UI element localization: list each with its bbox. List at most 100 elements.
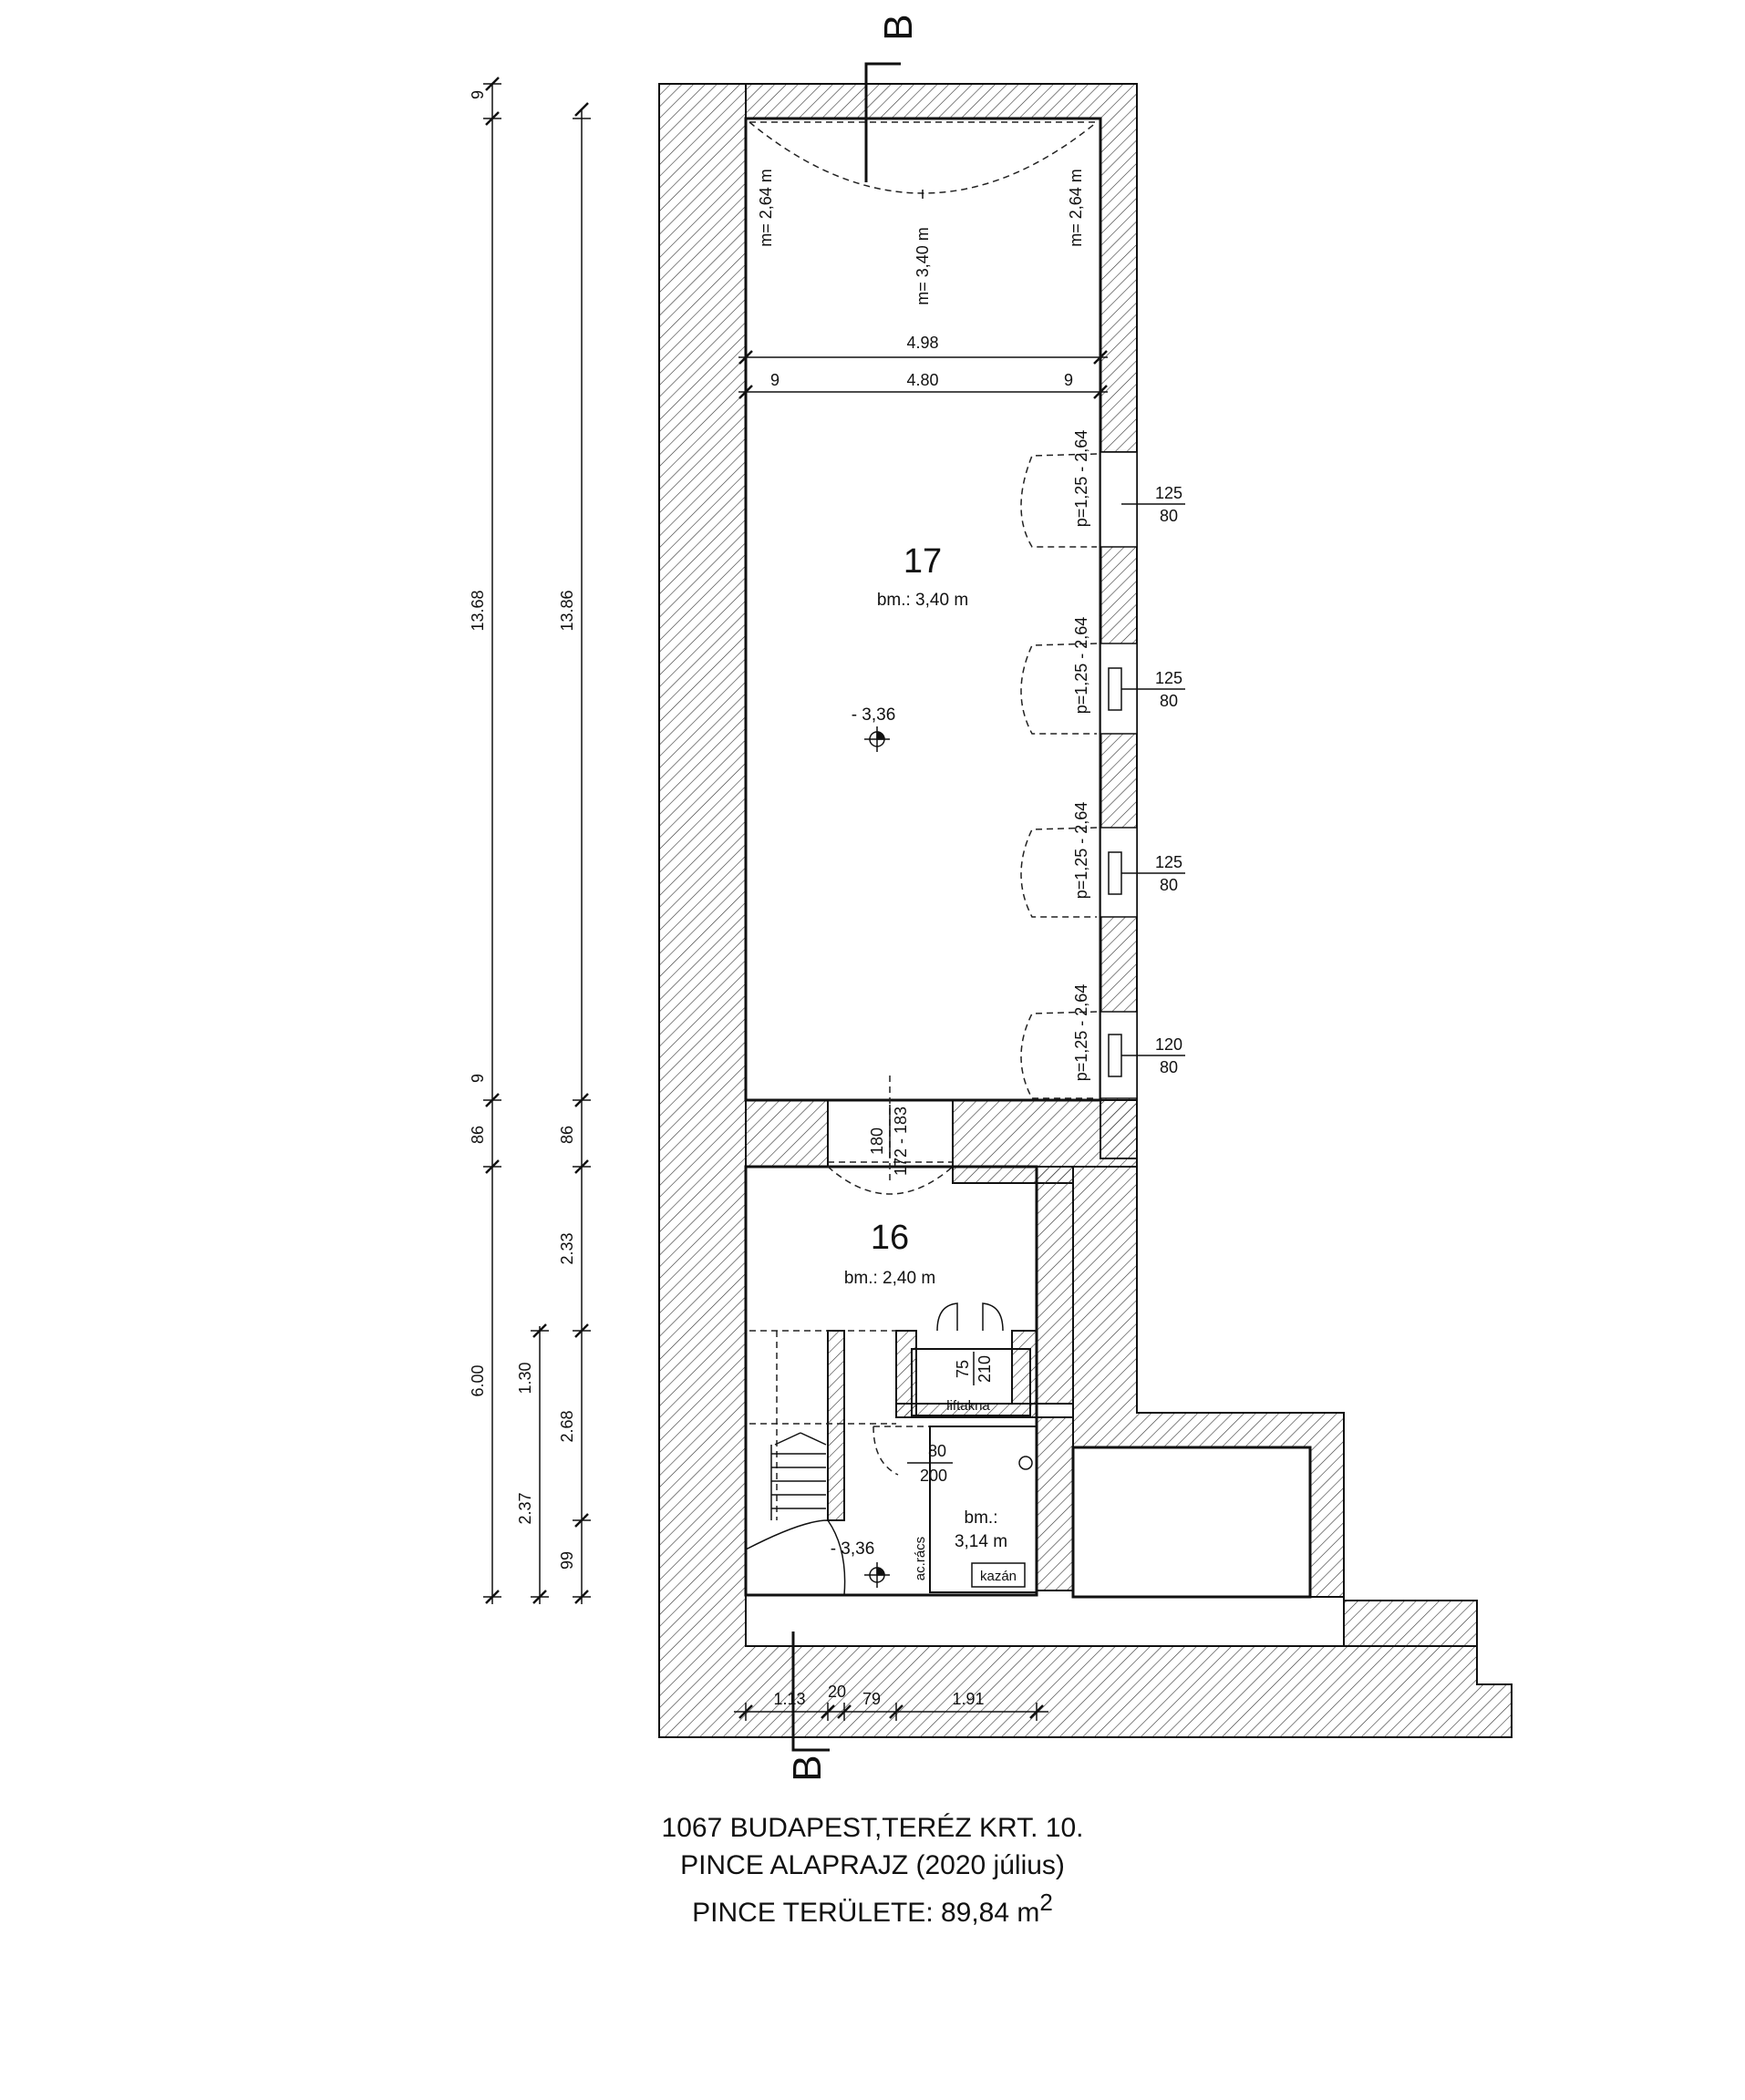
- tick: [485, 1590, 500, 1604]
- lift-w: 75: [954, 1360, 972, 1378]
- window-opening-1: [1100, 451, 1138, 548]
- vault-height-left: m= 2,64 m: [757, 169, 775, 247]
- vdim-outer-1: 9: [469, 90, 487, 99]
- window-w-1: 125: [1155, 484, 1182, 502]
- vdim-outer-3: 9: [469, 1074, 487, 1083]
- dim-bottom-4: 1.91: [952, 1690, 984, 1708]
- room-17-height: bm.: 3,40 m: [877, 591, 968, 610]
- section-lines: [791, 62, 901, 1752]
- stair-arrow: [800, 1432, 827, 1446]
- window-h-4: 80: [1160, 1058, 1178, 1076]
- staircase: [745, 1432, 846, 1596]
- wall-top: [745, 83, 1138, 453]
- window-swing-3: [1020, 827, 1098, 918]
- title-area-exp: 2: [1039, 1889, 1053, 1916]
- level-markers: [864, 726, 890, 1588]
- window-sill-2: p=1,25 - 2,64: [1072, 617, 1090, 715]
- lift-name: liftakna: [946, 1398, 990, 1414]
- vdim-inner-2: 2.37: [516, 1492, 534, 1524]
- door-main-swing: [827, 1166, 954, 1195]
- wall-boiler-right: [1036, 1416, 1074, 1591]
- vdim-outer-2: 13.68: [469, 590, 487, 631]
- chimney-circle: [1018, 1456, 1033, 1470]
- level-lower-text: - 3,36: [831, 1539, 875, 1559]
- lift-door-right: [982, 1302, 1004, 1332]
- lift-h: 210: [976, 1355, 994, 1383]
- vault-arc: [749, 121, 1098, 194]
- vdim-mid-5: 99: [558, 1551, 576, 1570]
- tick: [574, 1513, 589, 1528]
- room-17-outline: [744, 117, 1102, 1102]
- vault-height-right: m= 2,64 m: [1067, 169, 1085, 247]
- tick: [738, 1704, 753, 1719]
- dim-bottom-1: 1.13: [773, 1690, 805, 1708]
- tick: [485, 111, 500, 126]
- window-sill-3: p=1,25 - 2,64: [1072, 802, 1090, 900]
- door-boiler-w: 80: [928, 1442, 946, 1460]
- lift-shaft-outline: [911, 1348, 1031, 1416]
- vdim-mid-3: 2.33: [558, 1232, 576, 1264]
- tick: [889, 1704, 903, 1719]
- door-main-h: 172 - 183: [892, 1107, 910, 1176]
- title-area: PINCE TERÜLETE: 89,84 m2: [0, 1884, 1745, 1931]
- tick: [485, 1159, 500, 1174]
- level-marker-main-fill: [876, 731, 885, 740]
- vdim-inner-1: 1.30: [516, 1362, 534, 1394]
- lower-right-room: [1071, 1446, 1312, 1599]
- vdim-outer-4: 86: [469, 1126, 487, 1144]
- window-w-2: 125: [1155, 669, 1182, 687]
- section-line-bottom: [791, 1632, 830, 1752]
- room-16-number: 16: [871, 1219, 909, 1257]
- lift-door-left: [936, 1302, 958, 1332]
- tick: [532, 1590, 547, 1604]
- door-boiler-h: 200: [920, 1467, 947, 1485]
- window-h-2: 80: [1160, 692, 1178, 710]
- tick: [574, 1159, 589, 1174]
- tick: [574, 1093, 589, 1107]
- tick: [574, 102, 589, 117]
- dim-overall: 4.98: [906, 334, 938, 352]
- tick: [485, 77, 500, 91]
- dim-left-wall: 9: [770, 371, 780, 389]
- dim-bottom-3: 79: [862, 1690, 881, 1708]
- vdim-outer-5: 6.00: [469, 1364, 487, 1396]
- tick: [1093, 350, 1108, 365]
- tick: [1093, 385, 1108, 399]
- wall-mid-horizontal: [745, 1099, 829, 1168]
- room-outlines: [744, 117, 1312, 1599]
- title-plan: PINCE ALAPRAJZ (2020 július): [680, 1850, 1065, 1880]
- stair-step: [774, 1432, 801, 1446]
- walls: [658, 83, 1513, 1738]
- window-sill-1: p=1,25 - 2,64: [1072, 430, 1090, 528]
- boiler-door-swing: [872, 1426, 899, 1476]
- tick: [821, 1704, 835, 1719]
- vdim-mid-1: 13.86: [558, 590, 576, 631]
- grate-label: ac.rács: [913, 1537, 928, 1580]
- window-swing-1: [1020, 453, 1098, 548]
- kazan-box: [971, 1562, 1026, 1588]
- level-marker-lower-fill: [876, 1567, 885, 1576]
- window-h-1: 80: [1160, 507, 1178, 525]
- tick: [485, 1093, 500, 1107]
- tick: [532, 1323, 547, 1338]
- tick: [574, 1323, 589, 1338]
- dim-bottom-2: 20: [828, 1683, 846, 1701]
- tick: [738, 385, 753, 399]
- dimension-lines: [483, 83, 1108, 1721]
- section-mark-bottom: B: [785, 1755, 830, 1781]
- wall-left: [658, 83, 1513, 1738]
- boiler-height-value: 3,14 m: [955, 1532, 1007, 1551]
- stair-curve: [745, 1519, 846, 1596]
- window-opening-3: [1100, 827, 1138, 918]
- wall-room16-right: [1036, 1166, 1074, 1405]
- level-main-text: - 3,36: [852, 705, 896, 725]
- vault-height-center: m= 3,40 m: [914, 227, 932, 305]
- window-swing-2: [1020, 643, 1098, 735]
- tick: [574, 1590, 589, 1604]
- room-16-height: bm.: 2,40 m: [844, 1269, 935, 1288]
- dimension-ticks: [485, 77, 1108, 1719]
- window-h-3: 80: [1160, 876, 1178, 894]
- dim-right-wall: 9: [1064, 371, 1073, 389]
- room-17-number: 17: [903, 542, 942, 581]
